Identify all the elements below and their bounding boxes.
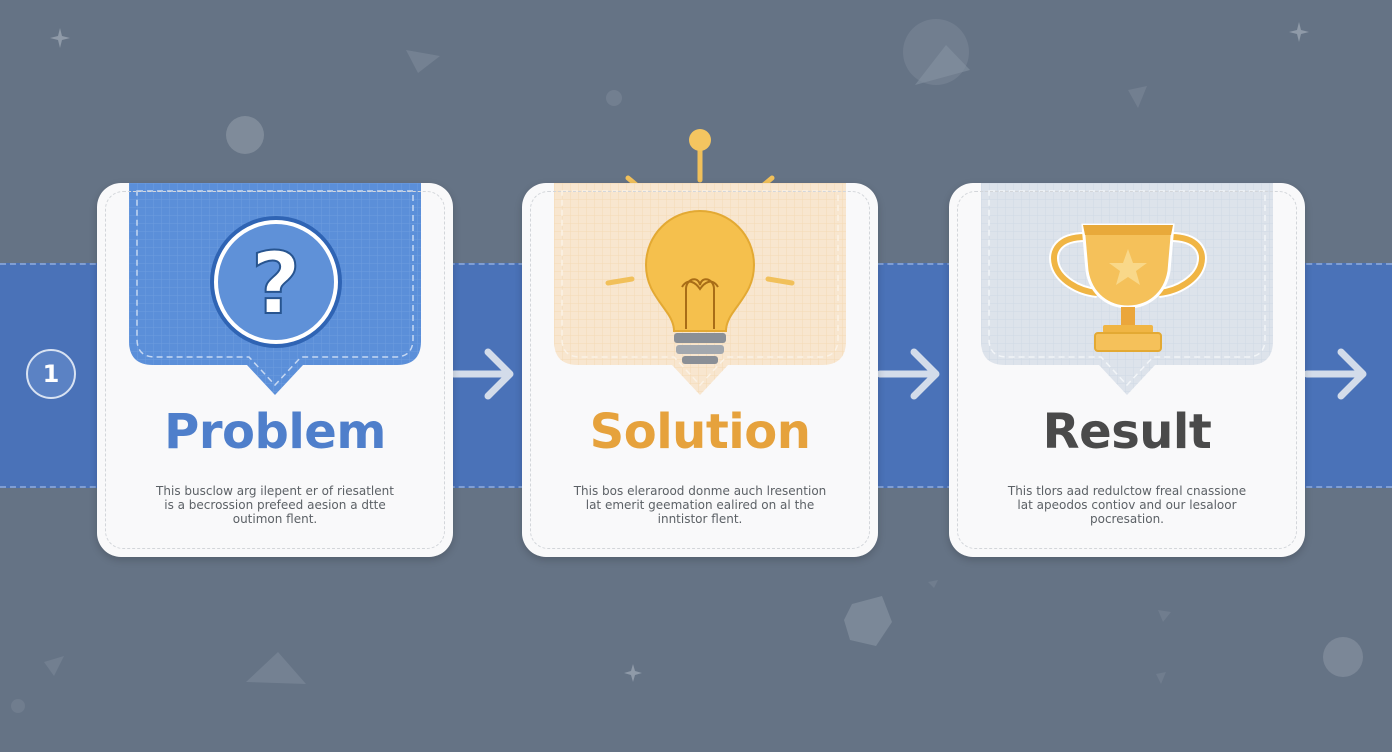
question-mark-icon: ? (210, 216, 342, 348)
solution-card (522, 183, 878, 557)
arrow-right-icon (452, 348, 514, 400)
deco-rock (844, 596, 892, 646)
arrow-right-icon (878, 348, 940, 400)
arrow-right-icon (1305, 348, 1367, 400)
result-title: Result (1042, 404, 1212, 460)
problem-card: ? (97, 183, 453, 557)
solution-description: This bos elerarood donme auch lresention… (573, 484, 827, 526)
result-card (949, 183, 1305, 557)
deco-sparkle (624, 664, 642, 682)
deco-sparkle (50, 28, 70, 48)
deco-triangle (1128, 86, 1147, 108)
lightbulb-icon (605, 209, 795, 364)
problem-description: This busclow arg ilepent er of riesatlen… (156, 484, 394, 526)
deco-triangle (1158, 610, 1171, 622)
deco-triangle (1156, 672, 1166, 684)
deco-circle (226, 116, 264, 154)
result-description: This tlors aad redulctow freal cnassione… (1007, 484, 1247, 526)
deco-circle (1323, 637, 1363, 677)
deco-triangle (928, 580, 938, 588)
deco-triangle (406, 50, 440, 73)
deco-sparkle (1289, 22, 1309, 42)
step-number-badge: 1 (26, 349, 76, 399)
deco-circle (606, 90, 622, 106)
deco-triangle (915, 45, 970, 85)
solution-title: Solution (589, 404, 811, 460)
deco-triangle (44, 656, 64, 676)
problem-title: Problem (164, 404, 386, 460)
trophy-icon (1049, 223, 1207, 352)
svg-text:?: ? (251, 234, 301, 334)
deco-circle (11, 699, 25, 713)
deco-triangle (246, 652, 306, 684)
